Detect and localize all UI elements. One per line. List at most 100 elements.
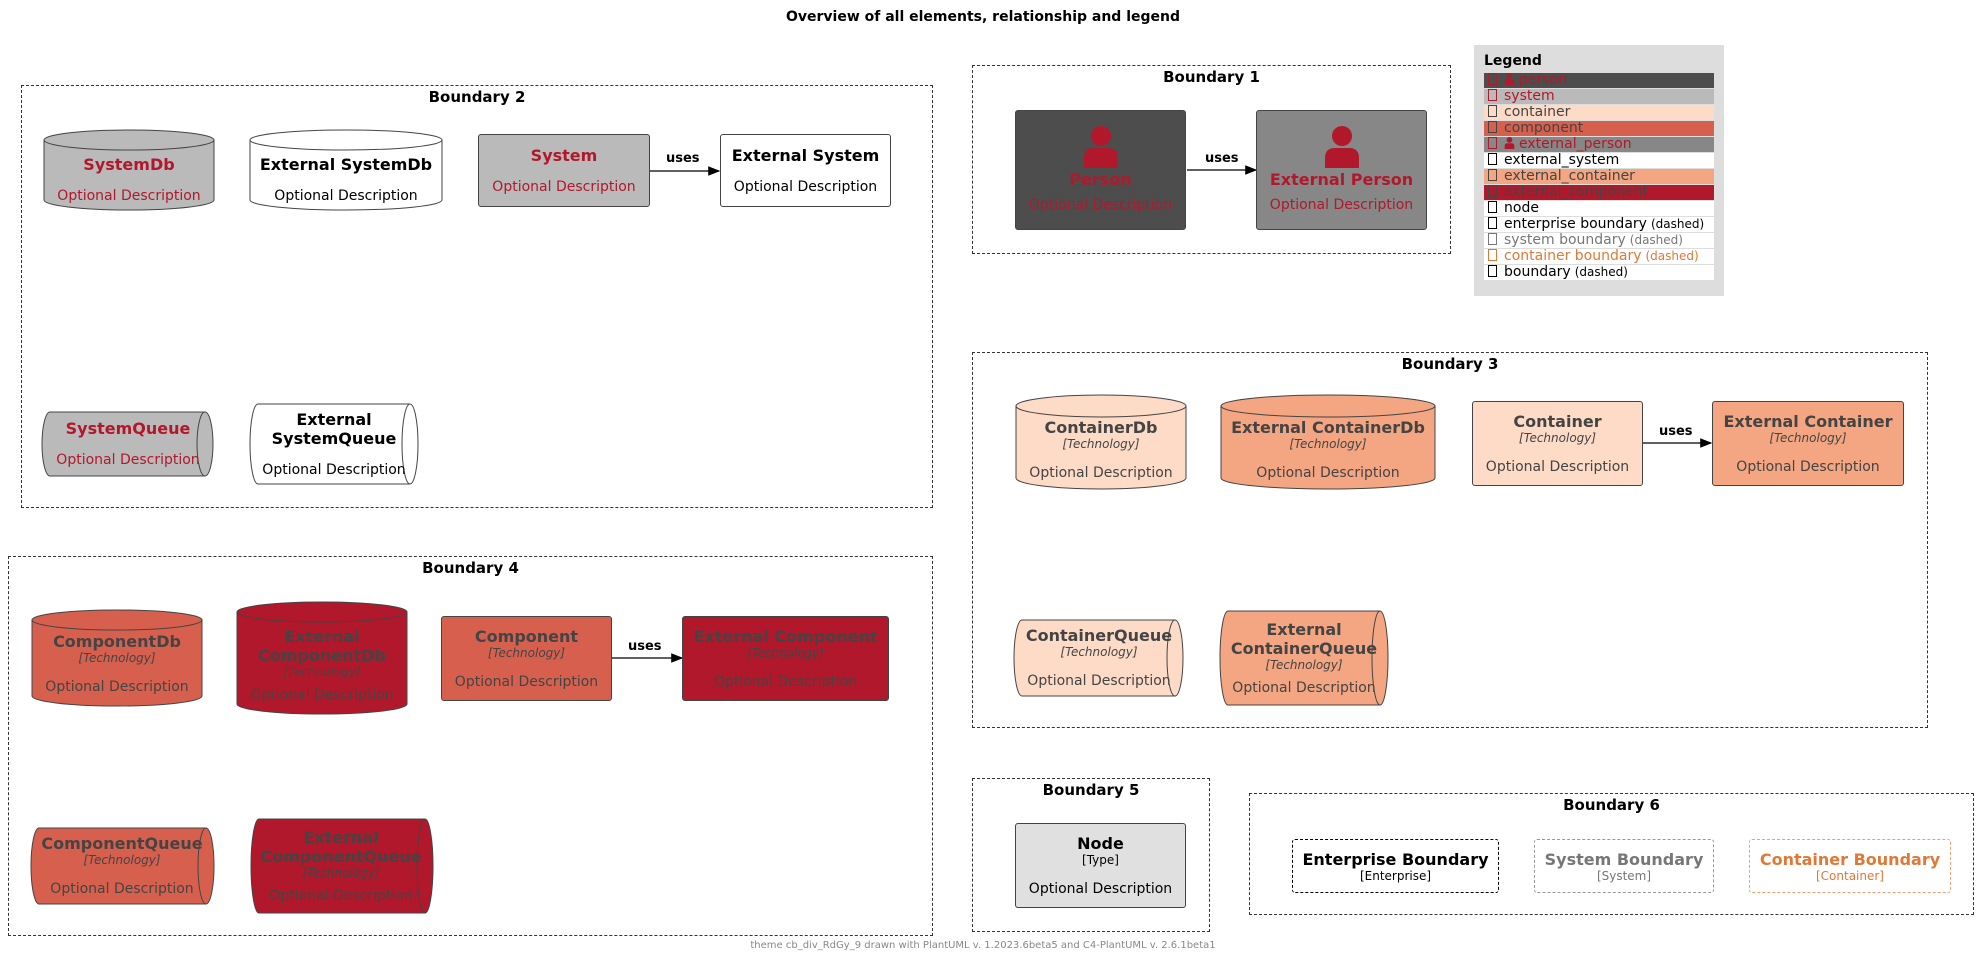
legend-item: enterprise boundary(dashed): [1484, 217, 1714, 232]
external-componentdb-title-2: ComponentDb: [258, 645, 386, 665]
legend-item: external_container: [1484, 169, 1714, 184]
person-icon: [1504, 73, 1515, 85]
external-containerqueue-node[interactable]: External ContainerQueue [Technology] Opt…: [1220, 611, 1388, 705]
external-container-tech: [Technology]: [1769, 430, 1847, 445]
legend-item: external_component: [1484, 185, 1714, 200]
external-systemqueue-node[interactable]: External SystemQueue Optional Descriptio…: [250, 404, 418, 484]
containerdb-node[interactable]: ContainerDb [Technology] Optional Descri…: [1016, 414, 1186, 486]
componentdb-desc: Optional Description: [45, 679, 189, 695]
external-system-node[interactable]: External System Optional Description: [720, 134, 891, 207]
legend-item-label: system boundary: [1504, 233, 1626, 248]
external-containerdb-tech: [Technology]: [1289, 437, 1367, 451]
external-system-desc: Optional Description: [733, 178, 878, 195]
boundary-1: Boundary 1: [972, 65, 1451, 254]
container-boundary-type: [Container]: [1815, 868, 1884, 883]
container-title: Container: [1513, 411, 1602, 431]
boundary-4: Boundary 4: [8, 556, 933, 936]
external-containerqueue-tech: [Technology]: [1265, 657, 1343, 672]
systemdb-node[interactable]: SystemDb Optional Description: [44, 150, 214, 210]
legend-item: external_system: [1484, 153, 1714, 168]
legend-item-label: enterprise boundary: [1504, 217, 1647, 232]
external-systemdb-desc: Optional Description: [274, 188, 418, 204]
system-title: System: [530, 145, 598, 165]
footer-credit: theme cb_div_RdGy_9 drawn with PlantUML …: [750, 940, 1216, 951]
legend-item: component: [1484, 121, 1714, 136]
component-desc: Optional Description: [454, 673, 599, 690]
legend-item-label: external_component: [1504, 185, 1648, 200]
boundary-3: Boundary 3: [972, 352, 1928, 728]
person-node[interactable]: Person Optional Description: [1015, 110, 1186, 230]
legend-swatch-icon: [1488, 233, 1497, 245]
external-containerdb-node[interactable]: External ContainerDb [Technology] Option…: [1221, 414, 1435, 486]
legend-title: Legend: [1484, 53, 1542, 69]
legend-item-dashed: (dashed): [1645, 249, 1699, 263]
legend-item: node: [1484, 201, 1714, 216]
boundary-5-title: Boundary 5: [1042, 781, 1140, 799]
external-container-desc: Optional Description: [1736, 458, 1880, 475]
boundary-4-title: Boundary 4: [422, 559, 519, 577]
containerqueue-tech: [Technology]: [1060, 645, 1138, 659]
systemqueue-node[interactable]: SystemQueue Optional Description: [44, 412, 212, 476]
external-componentqueue-node[interactable]: External ComponentQueue [Technology] Opt…: [251, 819, 431, 913]
external-componentdb-desc: Optional Description: [250, 686, 394, 703]
legend-swatch-icon: [1488, 105, 1497, 117]
legend-item-label: external_system: [1504, 153, 1620, 168]
boundary-6-title: Boundary 6: [1563, 796, 1660, 814]
container-boundary-node[interactable]: Container Boundary [Container]: [1749, 839, 1951, 893]
legend-item-label: container: [1504, 105, 1571, 120]
enterprise-boundary-type: [Enterprise]: [1359, 868, 1432, 883]
external-systemqueue-title-1: External: [296, 409, 372, 429]
external-component-desc: Optional Description: [713, 673, 858, 690]
external-componentqueue-tech: [Technology]: [302, 865, 380, 880]
external-systemdb-title: External SystemDb: [259, 155, 433, 174]
boundary-1-title: Boundary 1: [1163, 68, 1260, 86]
person-icon: [1504, 137, 1515, 149]
rel-person-label: uses: [1205, 151, 1239, 166]
person-icon: [1083, 126, 1118, 168]
external-containerdb-title: External ContainerDb: [1231, 418, 1425, 437]
componentqueue-node[interactable]: ComponentQueue [Technology] Optional Des…: [32, 828, 212, 904]
component-node[interactable]: Component [Technology] Optional Descript…: [441, 616, 612, 701]
enterprise-boundary-node[interactable]: Enterprise Boundary [Enterprise]: [1292, 839, 1499, 893]
container-desc: Optional Description: [1485, 458, 1630, 475]
external-component-node[interactable]: External Component [Technology] Optional…: [682, 616, 889, 701]
node-node[interactable]: Node [Type] Optional Description: [1015, 823, 1186, 908]
node-desc: Optional Description: [1028, 880, 1173, 897]
external-componentdb-node[interactable]: External ComponentDb [Technology] Option…: [237, 620, 407, 710]
legend-swatch-icon: [1488, 73, 1497, 85]
external-container-title: External Container: [1723, 411, 1893, 431]
systemdb-desc: Optional Description: [57, 188, 201, 204]
system-node[interactable]: System Optional Description: [478, 134, 650, 207]
external-person-node[interactable]: External Person Optional Description: [1256, 110, 1427, 230]
component-title: Component: [474, 626, 579, 646]
boundary-6: Boundary 6: [1249, 793, 1974, 915]
containerdb-tech: [Technology]: [1062, 437, 1140, 451]
legend-swatch-icon: [1488, 185, 1497, 197]
node-title: Node: [1077, 833, 1124, 853]
legend-swatch-icon: [1488, 249, 1497, 261]
componentdb-node[interactable]: ComponentDb [Technology] Optional Descri…: [32, 628, 202, 700]
legend-swatch-icon: [1488, 217, 1497, 229]
external-container-node[interactable]: External Container [Technology] Optional…: [1712, 401, 1904, 486]
legend-swatch-icon: [1488, 265, 1497, 277]
componentqueue-desc: Optional Description: [50, 881, 194, 897]
legend-item-dashed: (dashed): [1650, 217, 1705, 231]
system-desc: Optional Description: [492, 178, 636, 195]
containerqueue-node[interactable]: ContainerQueue [Technology] Optional Des…: [1014, 620, 1184, 696]
legend-swatch-icon: [1488, 121, 1497, 133]
containerqueue-desc: Optional Description: [1027, 673, 1171, 689]
legend-item: boundary(dashed): [1484, 265, 1714, 280]
system-boundary-node[interactable]: System Boundary [System]: [1534, 839, 1714, 893]
external-systemdb-node[interactable]: External SystemDb Optional Description: [250, 150, 442, 210]
rel-system-label: uses: [666, 151, 700, 166]
legend-item: system: [1484, 89, 1714, 104]
external-componentqueue-desc: Optional Description: [269, 887, 413, 904]
containerdb-title: ContainerDb: [1044, 418, 1158, 437]
container-tech: [Technology]: [1518, 430, 1597, 445]
legend-item-label: container boundary: [1504, 249, 1642, 264]
external-systemqueue-title-2: SystemQueue: [271, 428, 397, 448]
person-desc: Optional Description: [1028, 197, 1173, 213]
external-person-desc: Optional Description: [1269, 197, 1414, 213]
container-node[interactable]: Container [Technology] Optional Descript…: [1472, 401, 1643, 486]
